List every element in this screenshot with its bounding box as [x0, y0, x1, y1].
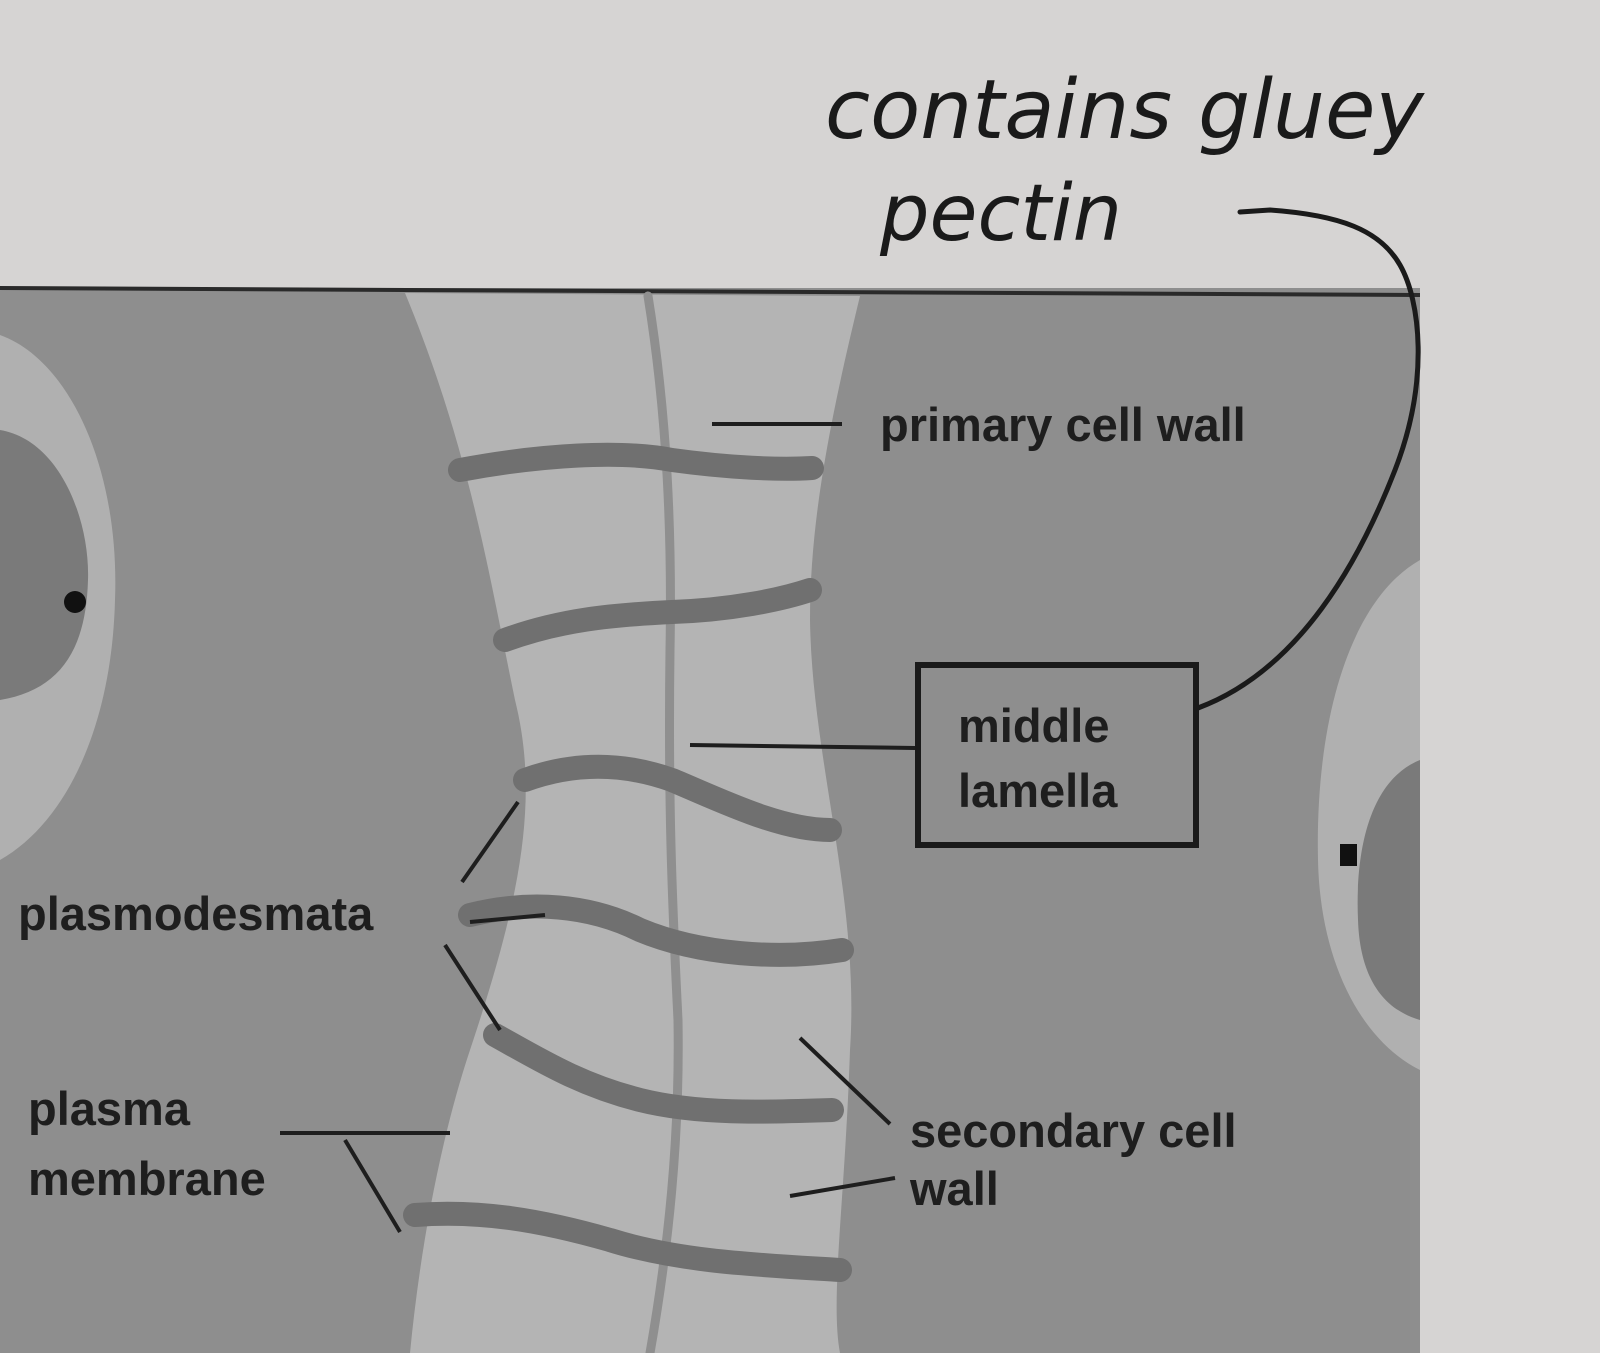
- nucleus-left-icon: [64, 591, 86, 613]
- leader-plasmodesmata-lower: [443, 943, 502, 1032]
- handwritten-note-line1: contains gluey: [825, 63, 1425, 158]
- wall-band: [458, 894, 854, 967]
- label-primary-cell-wall: primary cell wall: [880, 398, 1246, 451]
- leader-plasma-membrane-diagonal: [343, 1138, 402, 1234]
- leader-secondary-cell-wall-upper: [798, 1036, 892, 1126]
- diagram-top-border: [0, 286, 1421, 297]
- left-nucleus-region: [0, 430, 89, 700]
- wall-band: [493, 578, 822, 652]
- label-middle-lamella-line2: lamella: [958, 764, 1118, 817]
- wall-band: [448, 442, 824, 482]
- leader-middle-lamella: [689, 743, 916, 750]
- left-cell: [0, 335, 116, 860]
- label-plasma-membrane-line2: membrane: [28, 1152, 266, 1205]
- leader-plasmodesmata-upper: [460, 800, 520, 884]
- middle-lamella-box: [915, 662, 1199, 848]
- wall-band: [403, 1201, 852, 1282]
- label-middle-lamella-line1: middle: [958, 699, 1109, 752]
- leader-plasmodesmata-mid: [469, 913, 546, 924]
- label-plasmodesmata: plasmodesmata: [18, 887, 374, 940]
- label-secondary-cell-wall-line2: wall: [909, 1162, 999, 1215]
- middle-lamella-vertical: [643, 291, 683, 1353]
- leader-secondary-cell-wall-lower: [789, 1176, 896, 1198]
- label-plasma-membrane-line1: plasma: [28, 1082, 191, 1135]
- handwritten-note-line2: pectin: [879, 169, 1122, 259]
- right-nucleus-region: [1357, 760, 1420, 1020]
- handwritten-arrow: [1195, 207, 1421, 711]
- label-secondary-cell-wall-line1: secondary cell: [910, 1104, 1237, 1157]
- cell-wall-region: [405, 293, 860, 1353]
- leader-lines: [280, 422, 916, 1234]
- wall-band: [513, 754, 842, 842]
- wall-band: [483, 1023, 844, 1124]
- wall-bands: [403, 442, 854, 1282]
- right-cell: [1317, 560, 1420, 1070]
- nucleus-right-icon: [1340, 844, 1357, 866]
